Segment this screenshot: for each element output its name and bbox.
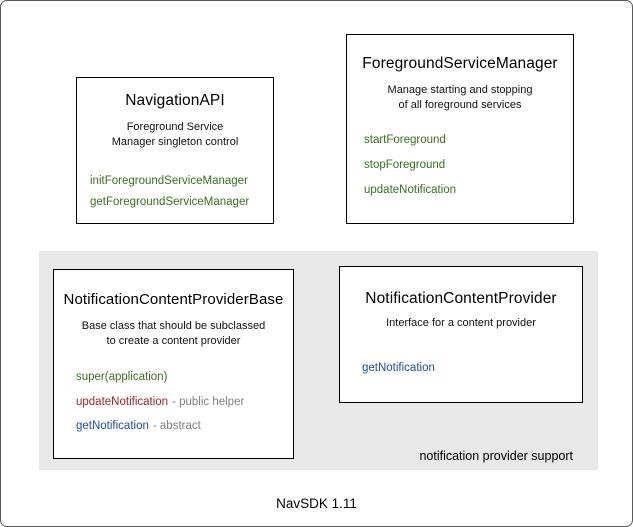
class-title-notification-content-provider: NotificationContentProvider (365, 290, 557, 307)
group-label: notification provider support (419, 449, 573, 463)
description-line: Manage starting and stopping (387, 84, 533, 96)
method-super-application: super(application) (76, 371, 168, 384)
method-annotation: - abstract (152, 420, 201, 433)
class-description-notification-content-provider-base: Base class that should be subclassed to … (54, 319, 293, 349)
class-box-foreground-service-manager: ForegroundServiceManager Manage starting… (346, 34, 574, 224)
method-list: super(application) updateNotification- p… (54, 371, 293, 432)
method-init-foreground-service-manager: initForegroundServiceManager (90, 175, 248, 188)
method-list: initForegroundServiceManager getForegrou… (77, 175, 273, 208)
description-line: Base class that should be subclassed (81, 320, 266, 332)
method-get-notification-abstract: getNotification- abstract (76, 420, 201, 433)
description-line: to create a content provider (106, 335, 241, 348)
method-list: getNotification (340, 362, 582, 374)
class-box-notification-content-provider-base: NotificationContentProviderBase Base cla… (53, 269, 294, 459)
method-start-foreground: startForeground (364, 134, 446, 147)
method-stop-foreground: stopForeground (364, 159, 446, 172)
class-box-navigation-api: NavigationAPI Foreground Service Manager… (76, 77, 274, 224)
description-line: Manager singleton control (111, 136, 239, 149)
class-description-navigation-api: Foreground Service Manager singleton con… (77, 120, 273, 150)
class-title-foreground-service-manager: ForegroundServiceManager (362, 55, 558, 72)
description-line: Foreground Service (126, 121, 224, 133)
method-get-notification: getNotification (362, 362, 435, 375)
description-line: of all foreground services (398, 99, 522, 112)
description-line: Interface for a content provider (386, 317, 536, 329)
method-get-foreground-service-manager: getForegroundServiceManager (90, 196, 250, 209)
class-title-notification-content-provider-base: NotificationContentProviderBase (63, 291, 284, 308)
class-description-notification-content-provider: Interface for a content provider (340, 316, 582, 331)
notification-provider-group: NotificationContentProviderBase Base cla… (39, 251, 598, 470)
class-title-navigation-api: NavigationAPI (125, 92, 225, 109)
method-update-notification: updateNotification (364, 184, 457, 197)
method-annotation: - public helper (172, 395, 245, 408)
method-list: startForeground stopForeground updateNot… (347, 134, 573, 196)
method-update-notification-public-helper: updateNotification- public helper (76, 395, 245, 408)
sdk-version-label: NavSDK 1.11 (276, 496, 357, 511)
class-description-foreground-service-manager: Manage starting and stopping of all fore… (347, 83, 573, 113)
class-box-notification-content-provider: NotificationContentProvider Interface fo… (339, 266, 583, 403)
